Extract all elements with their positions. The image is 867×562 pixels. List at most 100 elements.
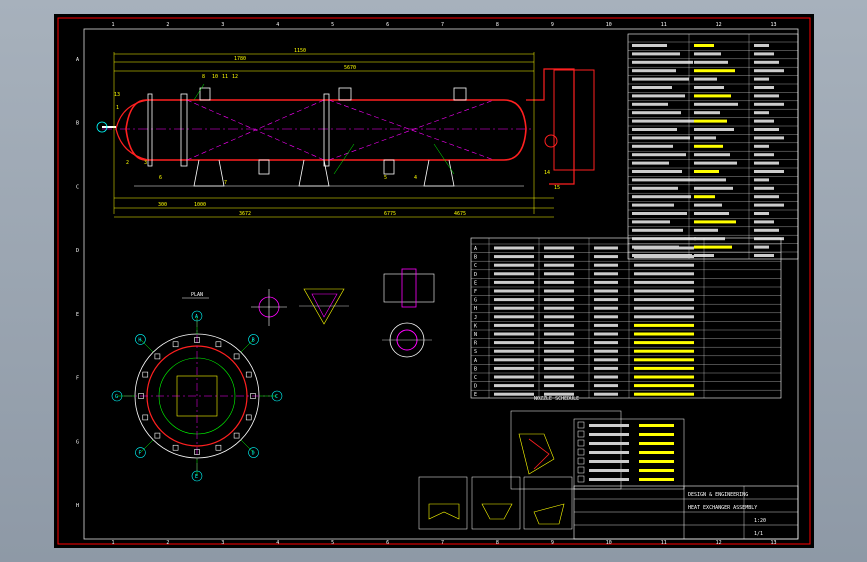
leader-line <box>433 143 455 175</box>
plan-bolt <box>215 444 222 451</box>
plan-bolt <box>172 444 179 451</box>
table-cell-text <box>694 102 738 106</box>
top-nozzle-1 <box>338 87 352 101</box>
nozzle-tag: E <box>474 280 477 286</box>
part-ref-label: 7 <box>224 180 227 186</box>
table-cell-text <box>754 77 769 81</box>
scale-value: 1:20 <box>754 518 766 524</box>
table-cell-text <box>694 144 723 148</box>
plan-bolt <box>245 414 252 421</box>
nozzle-cell-text <box>634 263 694 267</box>
tube-bundle-diagonal-2 <box>186 99 325 161</box>
zone-number-top: 13 <box>771 22 777 28</box>
sheet-outer-frame <box>57 17 811 545</box>
nozzle-cell-text <box>594 255 618 259</box>
nozzle-cell-text <box>494 375 534 379</box>
nozzle-cell-text <box>634 349 694 353</box>
nozzle-cell-text <box>544 392 574 396</box>
zone-letter-left: F <box>76 376 79 382</box>
table-cell-text <box>632 161 669 165</box>
nozzle-cell-text <box>494 323 534 327</box>
table-cell-text <box>632 195 691 199</box>
part-ref-label: 11 <box>222 74 228 80</box>
weld-row-text <box>589 442 629 445</box>
nozzle-cell-text <box>634 375 694 379</box>
plan-bolt <box>194 449 200 455</box>
nozzle-cell-text <box>594 392 618 396</box>
table-cell-text <box>632 102 668 106</box>
table-cell-text <box>632 144 673 148</box>
nozzle-cell-text <box>594 341 618 345</box>
nozzle-cell-text <box>544 358 574 362</box>
table-cell-text <box>754 69 784 73</box>
plan-bolt <box>215 341 222 348</box>
saddle-support-middle <box>298 159 330 187</box>
part-ref-label: 3 <box>144 160 147 166</box>
nozzle-cell-text <box>594 315 618 319</box>
part-ref-label: 6 <box>159 175 162 181</box>
table-cell-text <box>632 44 667 47</box>
weld-symbol-box <box>577 430 585 438</box>
table-cell-text <box>694 170 719 173</box>
plan-bolt <box>250 393 256 399</box>
part-ref-label: 8 <box>202 74 205 80</box>
zone-number-bottom: 9 <box>551 540 554 546</box>
nozzle-cell-text <box>544 280 574 284</box>
table-cell-text <box>754 102 784 106</box>
elevation-view: 1150 1780 5670 300 1000 3672 6775 4675 8… <box>96 48 595 218</box>
table-cell-text <box>754 128 779 131</box>
zone-number-top: 6 <box>386 22 389 28</box>
tube-bundle-diagonal-3 <box>328 99 495 161</box>
table-cell-text <box>754 136 784 140</box>
nozzle-cell-text <box>544 306 574 310</box>
plan-bolt <box>194 337 200 343</box>
table-cell-text <box>694 228 718 232</box>
zone-number-top: 1 <box>111 22 114 28</box>
saddle-support-left <box>193 159 225 187</box>
table-cell-text <box>632 69 676 73</box>
plan-bolt <box>138 393 144 399</box>
plan-bolt <box>142 371 149 378</box>
zone-letter-left: D <box>76 248 79 254</box>
plan-nozzle-tag: E <box>195 474 198 480</box>
nozzle-cell-text <box>494 306 534 310</box>
bottom-nozzle-1 <box>258 159 270 175</box>
nozzle-cell-text <box>544 366 574 370</box>
weld-symbol-box <box>577 448 585 456</box>
table-cell-text <box>694 52 721 56</box>
zone-number-top: 10 <box>606 22 612 28</box>
weld-row-text <box>639 451 674 454</box>
table-cell-text <box>694 69 735 73</box>
table-cell-text <box>694 128 734 131</box>
table-cell-text <box>754 94 779 98</box>
nozzle-tag: D <box>474 272 477 278</box>
table-cell-text <box>694 86 724 89</box>
sheet-number: 1/1 <box>754 531 763 537</box>
table-cell-text <box>694 220 736 224</box>
zone-number-top: 11 <box>661 22 667 28</box>
nozzle-table-title: NOZZLE SCHEDULE <box>534 396 579 402</box>
table-cell-text <box>632 170 682 173</box>
table-cell-text <box>694 94 731 98</box>
nozzle-cell-text <box>594 332 618 336</box>
table-cell-text <box>694 203 722 207</box>
table-cell-text <box>632 60 693 64</box>
weld-row-text <box>639 478 674 481</box>
table-cell-text <box>632 228 683 232</box>
nozzle-cell-text <box>594 298 618 302</box>
plan-nozzle-tag: F <box>138 451 141 457</box>
table-cell-text <box>694 237 725 241</box>
vessel-shell <box>125 99 527 161</box>
zone-number-bottom: 13 <box>771 540 777 546</box>
nozzle-cell-text <box>544 384 574 388</box>
nozzle-cell-text <box>544 289 574 293</box>
plan-nozzle-bubble <box>135 334 146 345</box>
plan-bolt <box>154 353 161 360</box>
table-cell-text <box>754 254 774 257</box>
nozzle-cell-text <box>494 315 534 319</box>
plan-nozzle-bubble <box>191 470 203 482</box>
nozzle-tag: G <box>474 298 477 304</box>
